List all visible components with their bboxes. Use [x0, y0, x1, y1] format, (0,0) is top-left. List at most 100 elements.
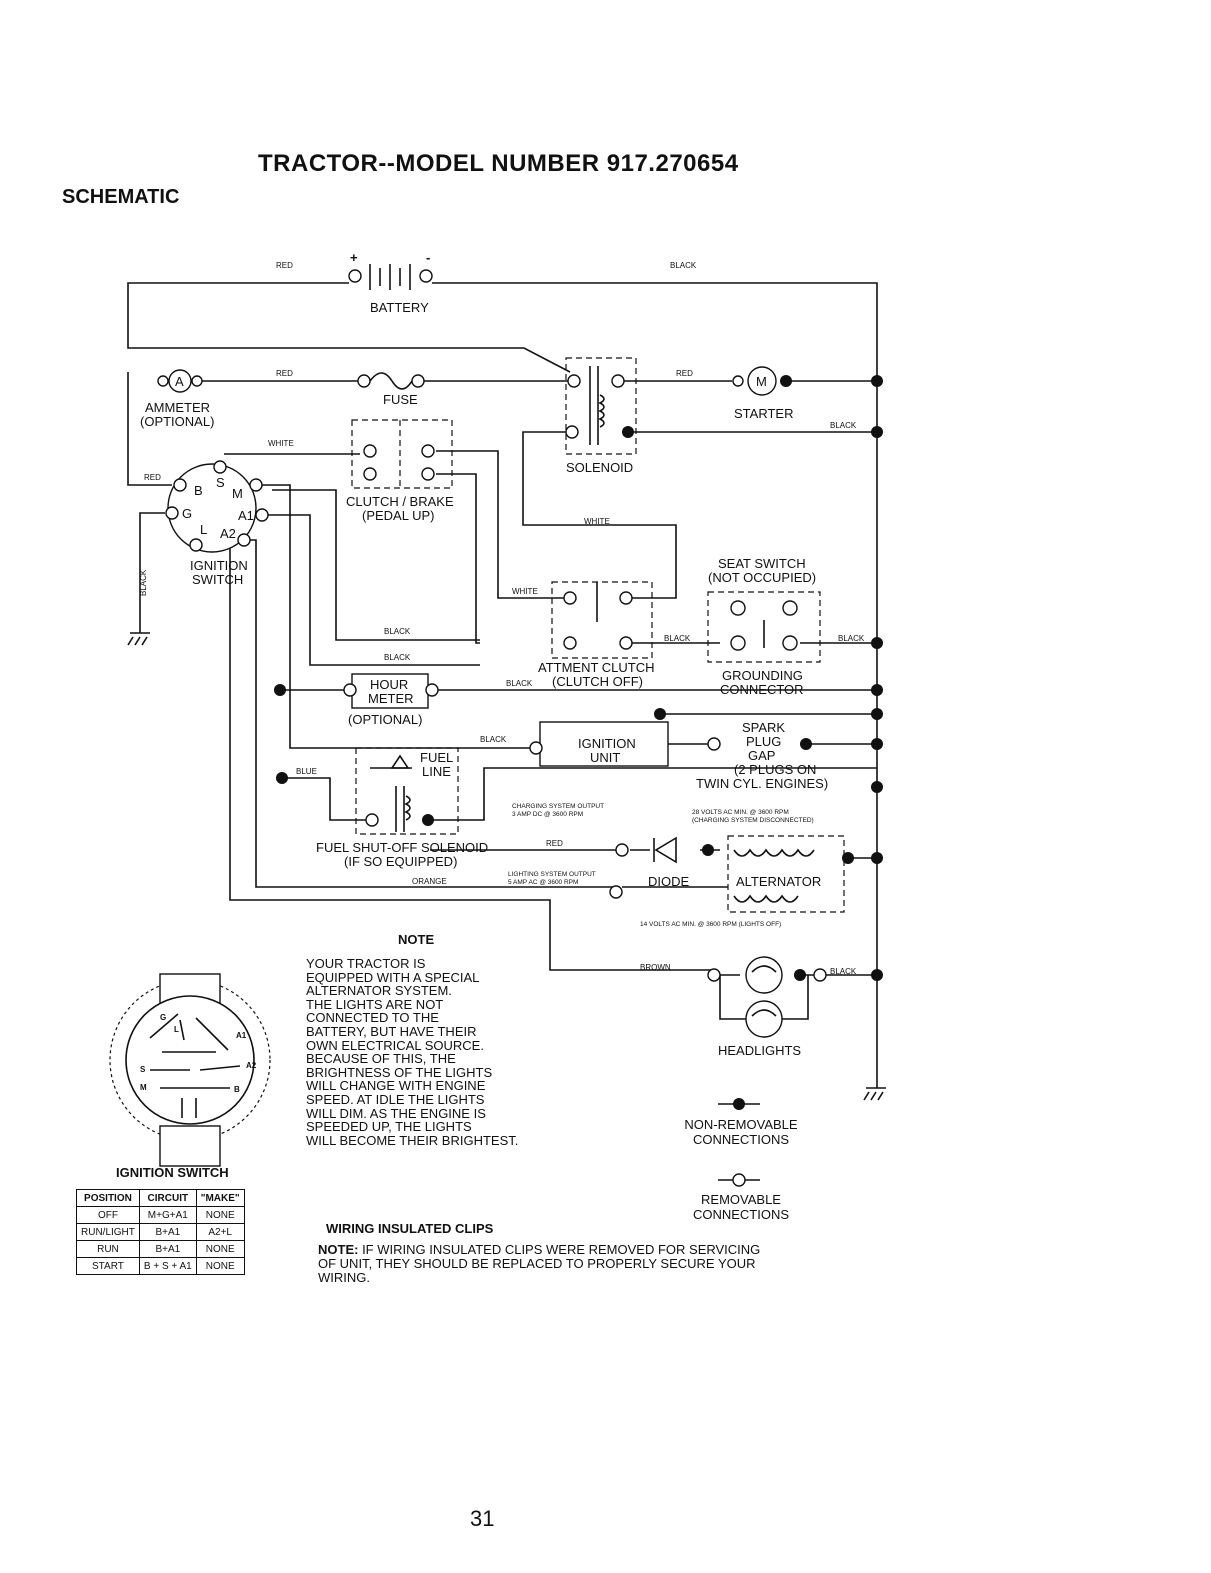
switch-a1-wire	[268, 514, 480, 666]
battery-minus-label: -	[426, 250, 430, 265]
switch-l-wire	[236, 539, 620, 888]
table-cell: START	[76, 1257, 140, 1275]
diode-label: DIODE	[648, 874, 690, 889]
black-wire-label-7: BLACK	[664, 634, 691, 643]
ignition-switch-table: POSITION CIRCUIT "MAKE" OFF M+G+A1 NONE …	[76, 1189, 245, 1275]
black-wire-label-4: BLACK	[384, 627, 411, 636]
switch-terminal-a2: A2	[220, 526, 236, 541]
spark-plug-label-2: PLUG	[746, 734, 781, 749]
fuel-solenoid-label-2: (IF SO EQUIPPED)	[344, 854, 457, 869]
switch-face-g: G	[160, 1013, 166, 1022]
switch-a2-wire	[229, 545, 714, 971]
table-cell: M+G+A1	[138, 1206, 197, 1224]
charging-volts-label: 28 VOLTS AC MIN. @ 3600 RPM	[692, 809, 789, 816]
alternator-coil-top	[733, 848, 815, 857]
switch-face-s: S	[140, 1065, 146, 1074]
alternator-label: ALTERNATOR	[736, 874, 821, 889]
solenoid-label: SOLENOID	[566, 460, 633, 475]
brown-wire-label: BROWN	[640, 963, 671, 972]
switch-face-a2: A2	[246, 1061, 257, 1070]
red-wire-label-4: RED	[676, 369, 693, 378]
spark-plug-note: (2 PLUGS ON	[734, 762, 816, 777]
section-heading: SCHEMATIC	[62, 186, 180, 208]
spark-plug-label-3: GAP	[748, 748, 775, 763]
headlights-symbol	[707, 956, 827, 1038]
solenoid-white-wire	[522, 431, 677, 599]
legend-non-removable-line-1: NON-REMOVABLE	[684, 1117, 798, 1132]
fuel-box	[355, 747, 459, 835]
clutch-brake-label: CLUTCH / BRAKE	[346, 494, 454, 509]
switch-m-wire	[260, 484, 536, 749]
switch-face-m: M	[140, 1083, 147, 1092]
lighting-volts-label: 14 VOLTS AC MIN. @ 3600 RPM (LIGHTS OFF)	[640, 921, 781, 928]
alternator-coil-bottom	[733, 894, 799, 903]
table-header-row: POSITION CIRCUIT "MAKE"	[76, 1189, 245, 1207]
table-cell: NONE	[195, 1257, 245, 1275]
attach-clutch-state-label: (CLUTCH OFF)	[552, 674, 643, 689]
alternator-box	[727, 835, 845, 913]
clutch-wire-2	[436, 473, 480, 644]
ammeter-optional-label: (OPTIONAL)	[140, 414, 214, 429]
note-title: NOTE	[398, 932, 435, 947]
lighting-output-label-2: 5 AMP AC @ 3600 RPM	[508, 879, 578, 886]
charging-output-label-2: 3 AMP DC @ 3600 RPM	[512, 811, 583, 818]
table-cell: B + S + A1	[138, 1257, 197, 1275]
ammeter-fuse-wire	[127, 372, 172, 486]
note-text: YOUR TRACTOR IS EQUIPPED WITH A SPECIAL …	[306, 956, 519, 1148]
battery-red-wire	[127, 282, 571, 373]
clips-note: NOTE: IF WIRING INSULATED CLIPS WERE REM…	[318, 1243, 778, 1285]
switch-face-a1: A1	[236, 1031, 247, 1040]
switch-terminal-m: M	[232, 486, 243, 501]
attach-clutch-label: ATTMENT CLUTCH	[538, 660, 655, 675]
blue-wire-label: BLUE	[296, 767, 317, 776]
table-cell: A2+L	[195, 1223, 245, 1241]
table-header: POSITION	[76, 1189, 140, 1207]
switch-black-wire	[272, 489, 480, 641]
fuel-line-label-2: LINE	[422, 764, 451, 779]
legend-removable-line-2: CONNECTIONS	[692, 1207, 790, 1222]
table-cell: B+A1	[138, 1240, 197, 1258]
legend-removable: REMOVABLE CONNECTIONS	[676, 1192, 806, 1222]
legend-non-removable: NON-REMOVABLE CONNECTIONS	[676, 1117, 806, 1147]
seat-switch-symbol	[730, 600, 798, 651]
clutch-brake-box	[351, 419, 453, 489]
switch-terminal-b: B	[194, 483, 203, 498]
black-wire-label-3: BLACK	[139, 569, 148, 596]
solenoid-box	[565, 357, 637, 455]
spark-plug-label: SPARK	[742, 720, 785, 735]
table-row: RUN B+A1 NONE	[76, 1240, 245, 1258]
black-wire-label-10: BLACK	[830, 967, 857, 976]
battery-black-wire	[432, 282, 878, 1078]
table-cell: RUN/LIGHT	[76, 1223, 140, 1241]
ground-symbol-2	[863, 1087, 886, 1101]
legend-non-removable-line-2: CONNECTIONS	[692, 1132, 790, 1147]
attach-clutch-symbol	[563, 582, 633, 650]
switch-terminal-g: G	[182, 506, 192, 521]
battery-plus-label: +	[350, 250, 358, 265]
ammeter-symbol-label: A	[175, 374, 184, 389]
black-wire-label-8: BLACK	[838, 634, 865, 643]
hour-meter-optional-label: (OPTIONAL)	[348, 712, 422, 727]
seat-switch-label: SEAT SWITCH	[718, 556, 806, 571]
hour-meter-box	[351, 673, 429, 709]
fuel-solenoid-symbol	[365, 754, 434, 832]
switch-terminal-s: S	[216, 475, 225, 490]
clutch-brake-symbol	[363, 420, 435, 488]
ignition-table-title: IGNITION SWITCH	[116, 1165, 229, 1180]
ammeter-label: AMMETER	[145, 400, 210, 415]
switch-terminal-a1: A1	[238, 508, 254, 523]
starter-label: STARTER	[734, 406, 793, 421]
solenoid-symbol	[565, 366, 634, 445]
starter-symbol	[732, 366, 792, 396]
ammeter-symbol	[157, 369, 203, 393]
non-removable-symbol	[718, 1098, 760, 1110]
black-wire-label: BLACK	[670, 261, 697, 270]
grounding-label: GROUNDING	[722, 668, 803, 683]
headlights-label: HEADLIGHTS	[718, 1043, 801, 1058]
red-wire-label-3: RED	[144, 473, 161, 482]
black-wire-label-5: BLACK	[384, 653, 411, 662]
fuse-symbol	[357, 372, 425, 390]
table-row: RUN/LIGHT B+A1 A2+L	[76, 1223, 245, 1241]
switch-face-illustration	[109, 973, 271, 1167]
